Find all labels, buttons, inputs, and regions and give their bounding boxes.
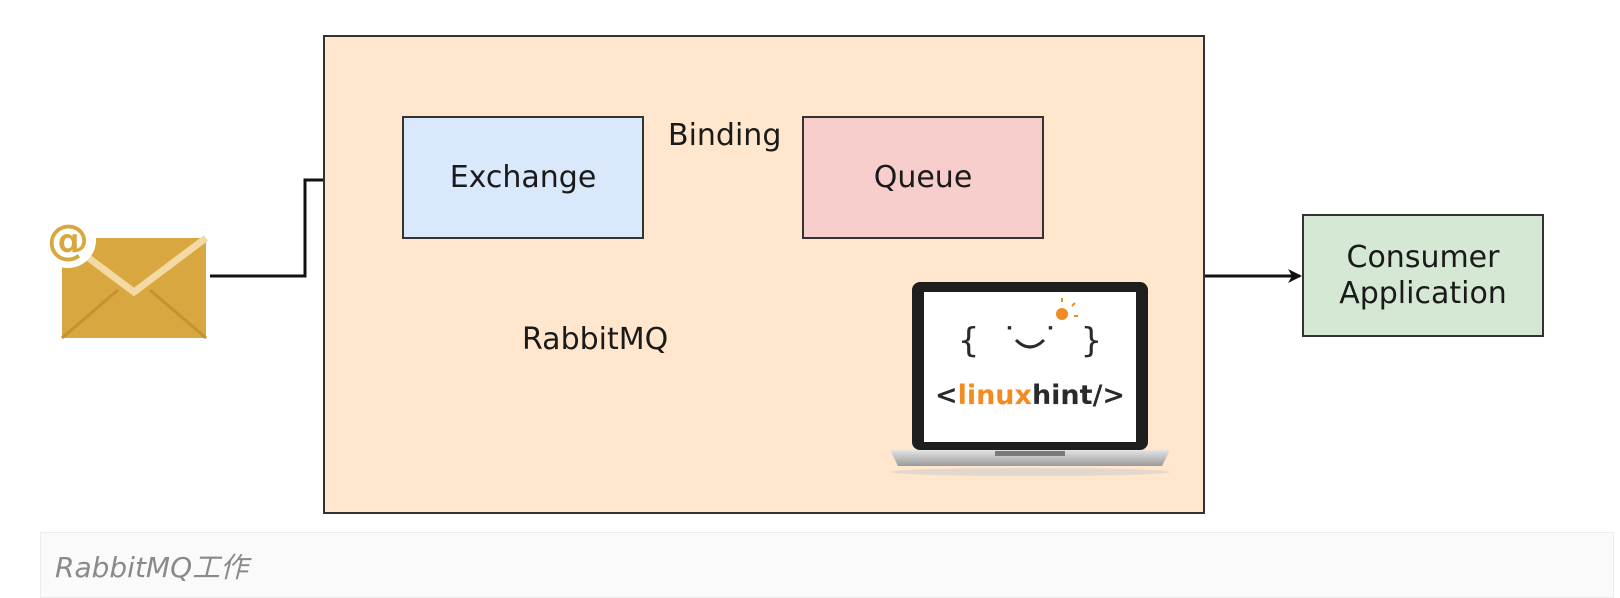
queue-label: Queue (873, 159, 973, 195)
rabbitmq-label: RabbitMQ (522, 322, 669, 357)
consumer-label-line2: Application (1339, 275, 1507, 311)
queue-node: Queue (802, 116, 1044, 239)
logo-wordmark: <linuxhint/> (935, 380, 1125, 411)
consumer-label-line1: Consumer (1346, 239, 1500, 275)
logo-linux: linux (958, 380, 1032, 411)
binding-label: Binding (668, 118, 782, 153)
consumer-application-node: Consumer Application (1302, 214, 1544, 337)
logo-smiley: { ˙ ˙ } (958, 321, 1101, 361)
caption-text: RabbitMQ工作 (55, 551, 249, 584)
logo-end: /> (1093, 380, 1125, 411)
exchange-label: Exchange (449, 159, 597, 195)
email-icon: @ (40, 212, 209, 340)
caption-bar: RabbitMQ工作 (40, 532, 1614, 598)
logo-lt: < (935, 380, 958, 411)
email-at-glyph: @ (47, 215, 89, 264)
laptop-icon: { ˙ ˙ } <linuxhint/> (890, 282, 1170, 476)
logo-hint: hint (1032, 380, 1093, 411)
exchange-node: Exchange (402, 116, 644, 239)
